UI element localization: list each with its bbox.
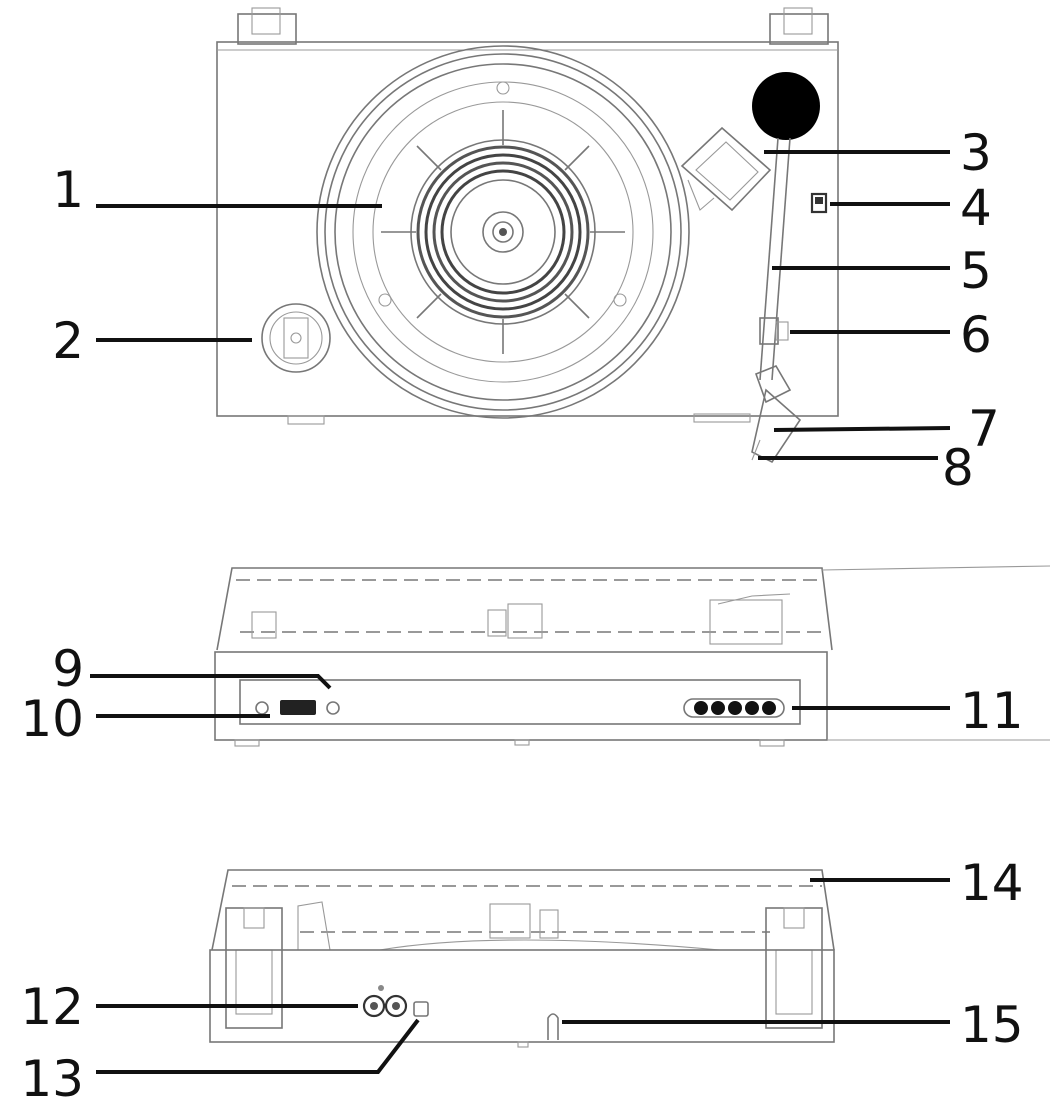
power-input (413, 1001, 429, 1017)
callout-4: 4 (960, 179, 992, 237)
base-rear (209, 949, 835, 1043)
callout-7: 7 (968, 400, 1000, 458)
callout-5: 5 (960, 242, 992, 300)
callout-2: 2 (52, 312, 84, 370)
base-front (214, 651, 828, 741)
record-adapter (261, 303, 331, 373)
usb-port (280, 700, 316, 715)
callout-6: 6 (960, 306, 992, 364)
hinge-rear-left (225, 907, 283, 1029)
rear-view (209, 869, 835, 1048)
callout-3: 3 (960, 124, 992, 182)
callout-15: 15 (960, 996, 1024, 1054)
speed-switch (810, 192, 828, 214)
callout-14: 14 (960, 854, 1024, 912)
cue-lever (680, 126, 772, 212)
platter (316, 45, 690, 419)
headphone-jack (255, 701, 269, 715)
callout-13: 13 (20, 1050, 84, 1104)
dust-cover-front (216, 567, 833, 651)
callout-1: 1 (52, 161, 84, 219)
hinge-right (769, 7, 829, 45)
tonearm-rest (759, 317, 789, 345)
leader-7 (773, 426, 951, 432)
callout-10: 10 (20, 690, 84, 748)
front-view (214, 565, 1051, 747)
cable-hook (547, 1013, 559, 1040)
counterweight (752, 72, 820, 140)
rca-outputs (362, 985, 408, 1018)
hinge-rear-right (765, 907, 823, 1029)
control-buttons (683, 698, 785, 718)
leader-13 (96, 1018, 420, 1074)
top-view (216, 7, 839, 464)
tonearm (759, 137, 791, 381)
dust-cover-rear (211, 869, 835, 951)
leader-lines (90, 150, 951, 1074)
callout-labels: 1 2 3 4 5 6 7 8 9 10 11 12 13 14 15 (20, 124, 1023, 1104)
front-panel (239, 679, 801, 725)
hinge-left (237, 7, 297, 45)
headshell (751, 365, 802, 464)
callout-9: 9 (52, 640, 84, 698)
aux-jack (326, 701, 340, 715)
leader-9 (90, 674, 332, 690)
callout-11: 11 (960, 682, 1024, 740)
callout-12: 12 (20, 978, 84, 1036)
callout-8: 8 (942, 439, 974, 497)
